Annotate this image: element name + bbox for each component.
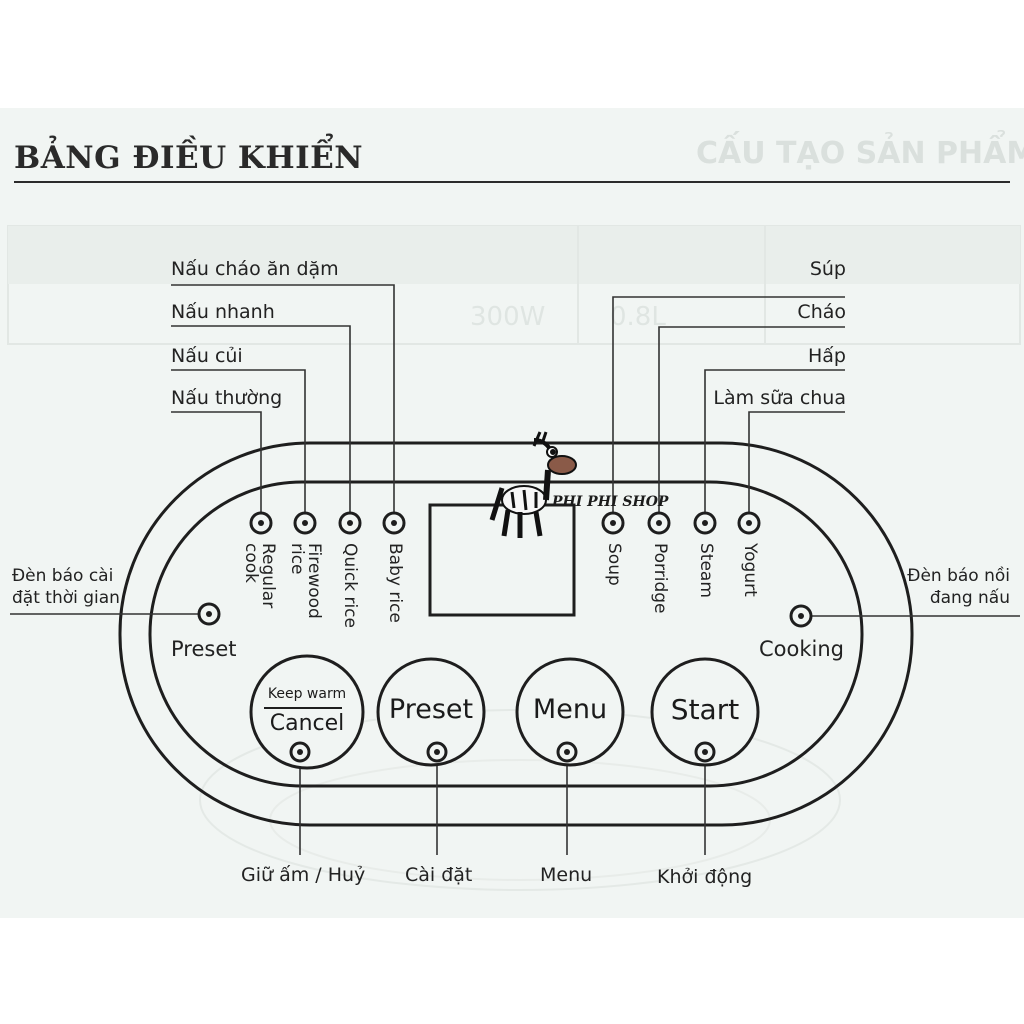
label-menu-vi: Menu <box>540 864 593 886</box>
label-soup-vi: Súp <box>809 258 846 280</box>
background-cell: 0.8L <box>610 302 666 332</box>
cooking-indicator-label: Cooking <box>759 637 844 661</box>
leader-line-porridge <box>658 326 845 512</box>
menu-button <box>515 657 625 767</box>
label-preset-vi: Cài đặt <box>405 864 473 886</box>
preset-button-label[interactable]: Preset <box>388 694 474 725</box>
label-baby-rice-vi: Nấu cháo ăn dặm <box>171 258 339 280</box>
label-regular-cook-vi: Nấu thường <box>171 387 283 409</box>
label-steam-vi: Hấp <box>808 345 846 367</box>
mode-label-quick-rice: Quick rice <box>340 543 360 628</box>
leader-line-quick-rice <box>171 325 351 512</box>
label-keep-warm-cancel-vi: Giữ ấm / Huỷ <box>241 864 366 886</box>
mode-label-steam: Steam <box>696 543 716 598</box>
preset-button <box>376 657 486 767</box>
leader-line-steam <box>704 369 845 512</box>
mode-label-yogurt: Yogurt <box>740 543 760 597</box>
start-button <box>650 657 760 767</box>
mode-label-soup: Soup <box>604 543 624 586</box>
label-start-vi: Khởi động <box>657 866 753 888</box>
background-cell: 300W <box>470 302 546 332</box>
mode-label-baby-rice: Baby rice <box>385 543 405 623</box>
leader-line-firewood-rice <box>171 369 306 512</box>
panel-inner-outline <box>148 480 864 788</box>
leader-line-regular-cook <box>171 411 262 512</box>
label-yogurt-vi: Làm sữa chua <box>713 387 846 409</box>
menu-button-label[interactable]: Menu <box>532 694 608 725</box>
zebra-mascot-icon <box>489 431 577 538</box>
lcd-display <box>428 503 576 617</box>
page-title: BẢNG ĐIỀU KHIỂN <box>14 140 364 176</box>
keep-warm-label[interactable]: Keep warm <box>267 686 347 702</box>
leader-line-baby-rice <box>171 284 395 512</box>
mode-label-porridge: Porridge <box>650 543 670 614</box>
label-porridge-vi: Cháo <box>797 301 846 323</box>
shop-watermark: PHI PHI SHOP <box>552 494 669 510</box>
label-quick-rice-vi: Nấu nhanh <box>171 301 275 323</box>
label-firewood-rice-vi: Nấu củi <box>171 345 243 367</box>
cancel-label[interactable]: Cancel <box>269 711 345 736</box>
leader-line-yogurt <box>748 411 845 512</box>
preset-indicator-label: Preset <box>171 637 237 661</box>
keep-warm-cancel-button <box>249 654 365 770</box>
panel-outer-outline <box>118 441 914 827</box>
background-title: CẤU TẠO SẢN PHẨM <box>696 136 1024 171</box>
leader-line-soup <box>612 296 845 512</box>
start-button-label[interactable]: Start <box>670 693 740 726</box>
